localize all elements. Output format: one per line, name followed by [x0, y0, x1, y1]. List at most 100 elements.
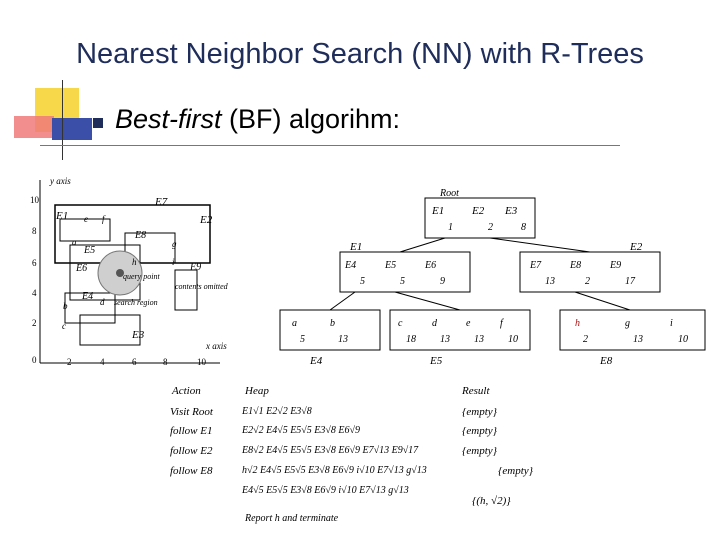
- node-e4-label: E4: [309, 355, 323, 367]
- leaf-f: f: [500, 318, 504, 329]
- e1-dist-e5: 5: [400, 276, 405, 287]
- leaf-g-dist: 13: [633, 334, 643, 345]
- region-e4-box: [64, 292, 116, 324]
- query-point-marker: [116, 269, 124, 277]
- point-label-h: h: [132, 257, 137, 267]
- heap-row-5: E4√5 E5√5 E3√8 E6√9 i√10 E7√13 g√13: [242, 485, 409, 496]
- heap-row-3: E8√2 E4√5 E5√5 E3√8 E6√9 E7√13 E9√17: [242, 445, 419, 456]
- leaf-f-dist: 10: [508, 334, 518, 345]
- region-label-e5: E5: [83, 245, 95, 256]
- leaf-c: c: [398, 318, 403, 329]
- slide-title: Nearest Neighbor Search (NN) with R-Tree…: [76, 38, 644, 70]
- e2-entry-e9: E9: [609, 260, 621, 271]
- table-header-action: Action: [172, 385, 201, 397]
- point-label-c: c: [62, 321, 66, 331]
- result-row-2: {empty}: [462, 425, 498, 437]
- table-header-heap: Heap: [245, 385, 269, 397]
- leaf-b-dist: 13: [338, 334, 348, 345]
- leaf-a-dist: 5: [300, 334, 305, 345]
- node-e5-label: E5: [429, 355, 443, 367]
- point-label-d: d: [100, 297, 105, 307]
- root-entry-e2: E2: [471, 205, 485, 217]
- contents-omitted-label: contents omitted: [175, 282, 229, 291]
- leaf-i-dist: 10: [678, 334, 688, 345]
- e1-entry-e6: E6: [424, 260, 436, 271]
- region-label-e3: E3: [131, 329, 145, 341]
- region-e1-box: [59, 218, 111, 242]
- point-label-i: i: [172, 257, 175, 267]
- x-tick-8: 8: [163, 357, 168, 367]
- point-label-e: e: [84, 214, 88, 224]
- action-row-4: follow E8: [170, 465, 213, 477]
- decorative-bar-blue: [52, 118, 92, 140]
- root-entry-e3: E3: [504, 205, 518, 217]
- x-tick-4: 4: [100, 357, 105, 367]
- x-tick-2: 2: [67, 357, 72, 367]
- node-e1-label: E1: [349, 241, 362, 253]
- heap-row-1: E1√1 E2√2 E3√8: [242, 406, 312, 417]
- y-tick-6: 6: [32, 258, 37, 268]
- node-e8-label: E8: [599, 355, 613, 367]
- leaf-e-dist: 13: [474, 334, 484, 345]
- x-tick-6: 6: [132, 357, 137, 367]
- action-row-1: Visit Root: [170, 406, 213, 418]
- root-dist-e1: 1: [448, 222, 453, 233]
- region-label-e1: E1: [55, 210, 68, 222]
- y-tick-4: 4: [32, 288, 37, 298]
- root-node: [424, 197, 536, 239]
- node-e2-label: E2: [629, 241, 643, 253]
- node-e4: [279, 309, 381, 351]
- query-point-label: query point: [123, 272, 160, 281]
- e2-entry-e7: E7: [529, 260, 542, 271]
- leaf-h: h: [575, 318, 580, 329]
- result-row-1: {empty}: [462, 406, 498, 418]
- root-dist-e3: 8: [521, 222, 526, 233]
- y-tick-0: 0: [32, 355, 37, 365]
- action-row-2: follow E1: [170, 425, 213, 437]
- r-tree-diagram: Root E1 1 E2 2 E3 8 E1 E2 E4 5 E5 5 E6 9…: [279, 188, 706, 367]
- leaf-i: i: [670, 318, 673, 329]
- slide-subtitle: Best-first (BF) algorihm:: [115, 104, 400, 135]
- heap-row-4: h√2 E4√5 E5√5 E3√8 E6√9 i√10 E7√13 g√13: [242, 465, 427, 476]
- leaf-e: e: [466, 318, 471, 329]
- region-label-e9: E9: [189, 262, 201, 273]
- result-row-3: {empty}: [462, 445, 498, 457]
- table-header-result: Result: [462, 385, 490, 397]
- region-label-e4: E4: [81, 291, 93, 302]
- decorative-vertical-line: [62, 80, 63, 160]
- region-e3-box: [79, 314, 141, 346]
- root-label: Root: [439, 188, 459, 199]
- point-label-b: b: [63, 301, 68, 311]
- region-label-e8: E8: [134, 230, 146, 241]
- spatial-plot: y axis x axis 10 8 6 4 2 0 2 4 6 8 10 E1…: [30, 176, 229, 367]
- leaf-b: b: [330, 318, 335, 329]
- e2-entry-e8: E8: [569, 260, 581, 271]
- region-e9-box: [174, 269, 198, 311]
- root-dist-e2: 2: [488, 222, 493, 233]
- heap-row-2: E2√2 E4√5 E5√5 E3√8 E6√9: [242, 425, 360, 436]
- y-tick-2: 2: [32, 318, 37, 328]
- region-e2-box: [124, 232, 176, 264]
- leaf-g: g: [625, 318, 630, 329]
- e1-dist-e6: 9: [440, 276, 445, 287]
- point-label-g: g: [172, 239, 177, 249]
- x-tick-10: 10: [197, 357, 207, 367]
- leaf-d: d: [432, 318, 438, 329]
- y-axis-label: y axis: [49, 176, 71, 186]
- node-e8: [559, 309, 706, 351]
- e1-entry-e5: E5: [384, 260, 396, 271]
- report-footer: Report h and terminate: [245, 513, 339, 524]
- result-row-5: {(h, √2)}: [472, 495, 511, 507]
- y-tick-10: 10: [30, 195, 40, 205]
- bullet-icon: [93, 118, 103, 128]
- point-label-f: f: [102, 214, 106, 224]
- e1-entry-e4: E4: [344, 260, 356, 271]
- node-e1: [339, 251, 471, 293]
- subtitle-rest: (BF) algorihm:: [221, 104, 401, 134]
- leaf-h-dist: 2: [583, 334, 588, 345]
- decorative-horizontal-line: [40, 145, 620, 146]
- e2-dist-e9: 17: [625, 276, 636, 287]
- point-label-a: a: [72, 237, 77, 247]
- subtitle-italic: Best-first: [115, 104, 222, 134]
- node-e2: [519, 251, 661, 293]
